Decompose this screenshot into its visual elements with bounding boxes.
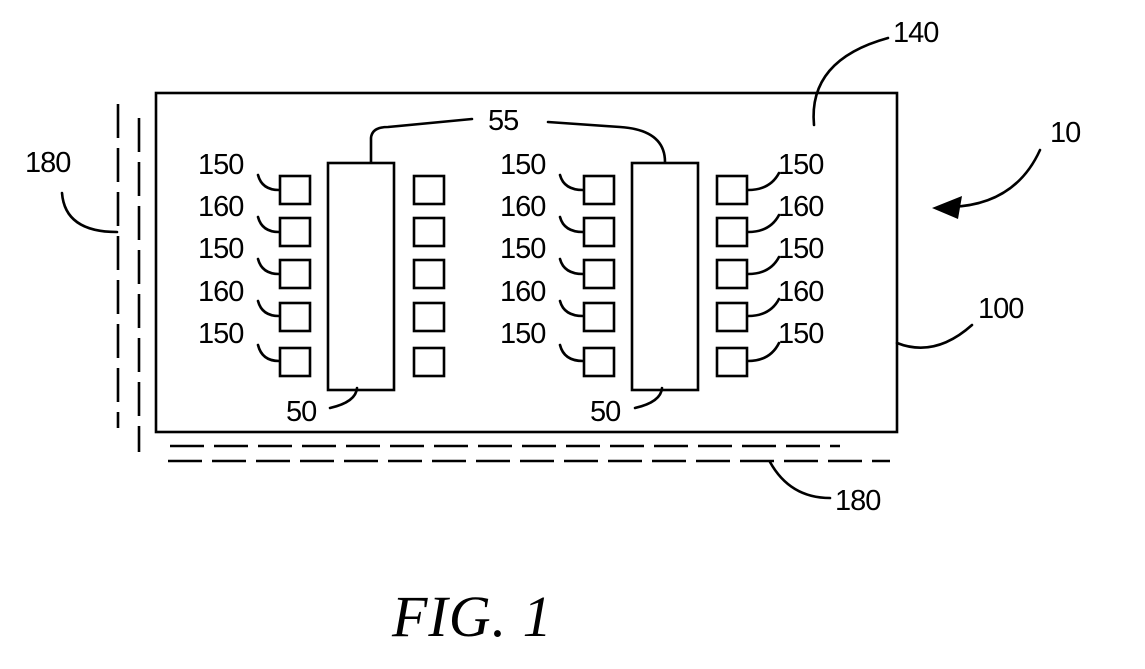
label-pad-left: 150 bbox=[198, 318, 243, 350]
label-pad-left: 160 bbox=[198, 191, 243, 223]
dashed-boundary-left bbox=[118, 104, 139, 452]
pad bbox=[584, 303, 614, 331]
pad bbox=[414, 260, 444, 288]
pad bbox=[414, 348, 444, 376]
pad bbox=[280, 303, 310, 331]
pad bbox=[280, 218, 310, 246]
label-pad-right-outer: 150 bbox=[778, 149, 823, 181]
pad bbox=[717, 176, 747, 204]
pad bbox=[280, 260, 310, 288]
arrowhead-icon bbox=[932, 196, 962, 219]
label-pad-right-outer: 160 bbox=[778, 276, 823, 308]
label-device: 10 bbox=[1050, 117, 1080, 149]
label-boundary: 140 bbox=[893, 17, 938, 49]
pad bbox=[414, 176, 444, 204]
chip-right bbox=[632, 163, 698, 390]
pad bbox=[717, 303, 747, 331]
label-pad-right-inner: 160 bbox=[500, 191, 545, 223]
label-pad-right-inner: 150 bbox=[500, 233, 545, 265]
label-chip-left: 50 bbox=[286, 396, 316, 428]
chip-left bbox=[328, 163, 394, 390]
label-outline: 100 bbox=[978, 293, 1023, 325]
label-pad-right-inner: 160 bbox=[500, 276, 545, 308]
label-pad-left: 150 bbox=[198, 233, 243, 265]
label-dashed-left: 180 bbox=[25, 147, 70, 179]
pad bbox=[414, 303, 444, 331]
pad bbox=[584, 260, 614, 288]
label-pad-right-outer: 160 bbox=[778, 191, 823, 223]
label-dashed-bottom: 180 bbox=[835, 485, 880, 517]
label-bracket: 55 bbox=[488, 105, 518, 137]
label-pad-right-inner: 150 bbox=[500, 149, 545, 181]
pad bbox=[414, 218, 444, 246]
pad bbox=[584, 176, 614, 204]
label-pad-right-outer: 150 bbox=[778, 233, 823, 265]
pad bbox=[280, 176, 310, 204]
dashed-boundary-bottom bbox=[168, 446, 890, 461]
figure-caption: FIG. 1 bbox=[391, 584, 553, 649]
label-pad-right-outer: 150 bbox=[778, 318, 823, 350]
pad bbox=[280, 348, 310, 376]
label-pad-left: 160 bbox=[198, 276, 243, 308]
label-pad-right-inner: 150 bbox=[500, 318, 545, 350]
label-chip-right: 50 bbox=[590, 396, 620, 428]
pad bbox=[717, 260, 747, 288]
label-pad-left: 150 bbox=[198, 149, 243, 181]
pad bbox=[717, 218, 747, 246]
pad bbox=[584, 348, 614, 376]
pad bbox=[584, 218, 614, 246]
pad bbox=[717, 348, 747, 376]
